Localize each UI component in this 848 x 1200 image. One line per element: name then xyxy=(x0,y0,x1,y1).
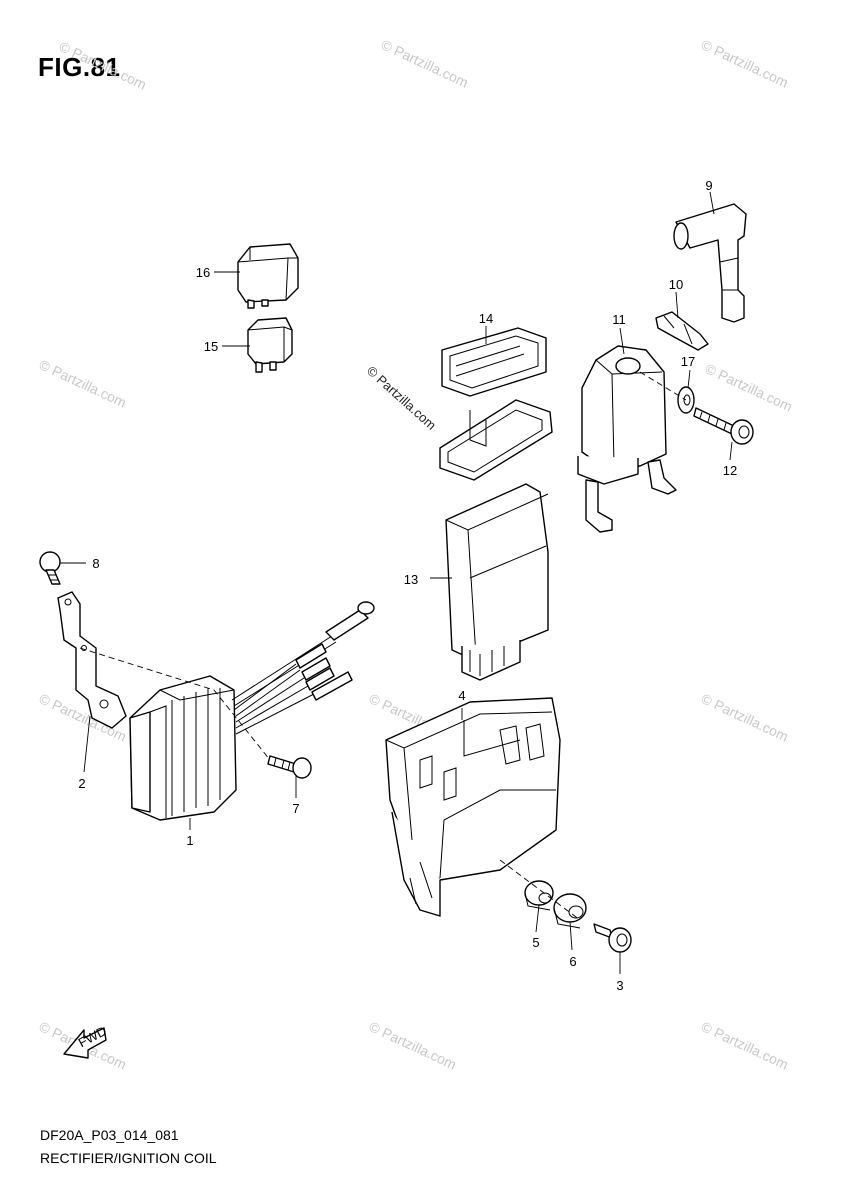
ecu-13[interactable] xyxy=(445,483,549,681)
assembly-line xyxy=(79,647,271,761)
bolt-3[interactable] xyxy=(593,923,632,953)
watermark-text: © Partzilla.com xyxy=(367,1018,459,1072)
callout-1: 1 xyxy=(186,833,193,848)
callout-2: 2 xyxy=(78,776,85,791)
watermark-text: © Partzilla.com xyxy=(364,363,439,433)
callout-3: 3 xyxy=(616,978,623,993)
callout-7: 7 xyxy=(292,801,299,816)
clamp-10[interactable] xyxy=(655,311,709,351)
callout-17: 17 xyxy=(681,354,695,369)
ecu-cover-14[interactable] xyxy=(439,327,553,481)
callout-4: 4 xyxy=(458,688,465,703)
callout-10: 10 xyxy=(669,277,683,292)
assembly-line xyxy=(639,371,687,401)
watermark-text: © Partzilla.com xyxy=(699,36,791,90)
watermark-text: © Partzilla.com xyxy=(57,38,149,92)
rectifier-1[interactable] xyxy=(129,601,375,821)
callout-12: 12 xyxy=(723,463,737,478)
callout-14: 14 xyxy=(479,311,493,326)
screw-8[interactable] xyxy=(39,551,61,585)
holder-4[interactable] xyxy=(385,697,561,917)
relay-16[interactable] xyxy=(237,243,299,309)
callout-8: 8 xyxy=(92,556,99,571)
watermark-text: © Partzilla.com xyxy=(699,1018,791,1072)
callout-5: 5 xyxy=(532,935,539,950)
watermark-layer: © Partzilla.com © Partzilla.com © Partzill… xyxy=(37,36,795,1072)
screw-7[interactable] xyxy=(267,755,312,779)
watermark-text: © Partzilla.com xyxy=(703,360,795,414)
plug-cap-9[interactable] xyxy=(673,203,747,323)
callout-16: 16 xyxy=(196,265,210,280)
callout-15: 15 xyxy=(204,339,218,354)
callout-6: 6 xyxy=(569,954,576,969)
ignition-coil-11[interactable] xyxy=(577,345,677,533)
callout-11: 11 xyxy=(612,312,626,327)
relay-15[interactable] xyxy=(247,317,293,373)
assembly-line xyxy=(499,859,581,921)
callout-9: 9 xyxy=(705,178,712,193)
bracket-2[interactable] xyxy=(57,591,127,729)
figure-code: DF20A_P03_014_081 xyxy=(40,1127,179,1143)
leader-lines xyxy=(60,191,733,974)
callout-13: 13 xyxy=(404,572,418,587)
watermark-text: © Partzilla.com xyxy=(37,356,129,410)
watermark-text: © Partzilla.com xyxy=(379,36,471,90)
figure-name: RECTIFIER/IGNITION COIL xyxy=(40,1150,217,1166)
fig-title: FIG.81 xyxy=(38,52,121,82)
watermark-text: © Partzilla.com xyxy=(699,690,791,744)
bolt-12[interactable] xyxy=(693,407,754,445)
